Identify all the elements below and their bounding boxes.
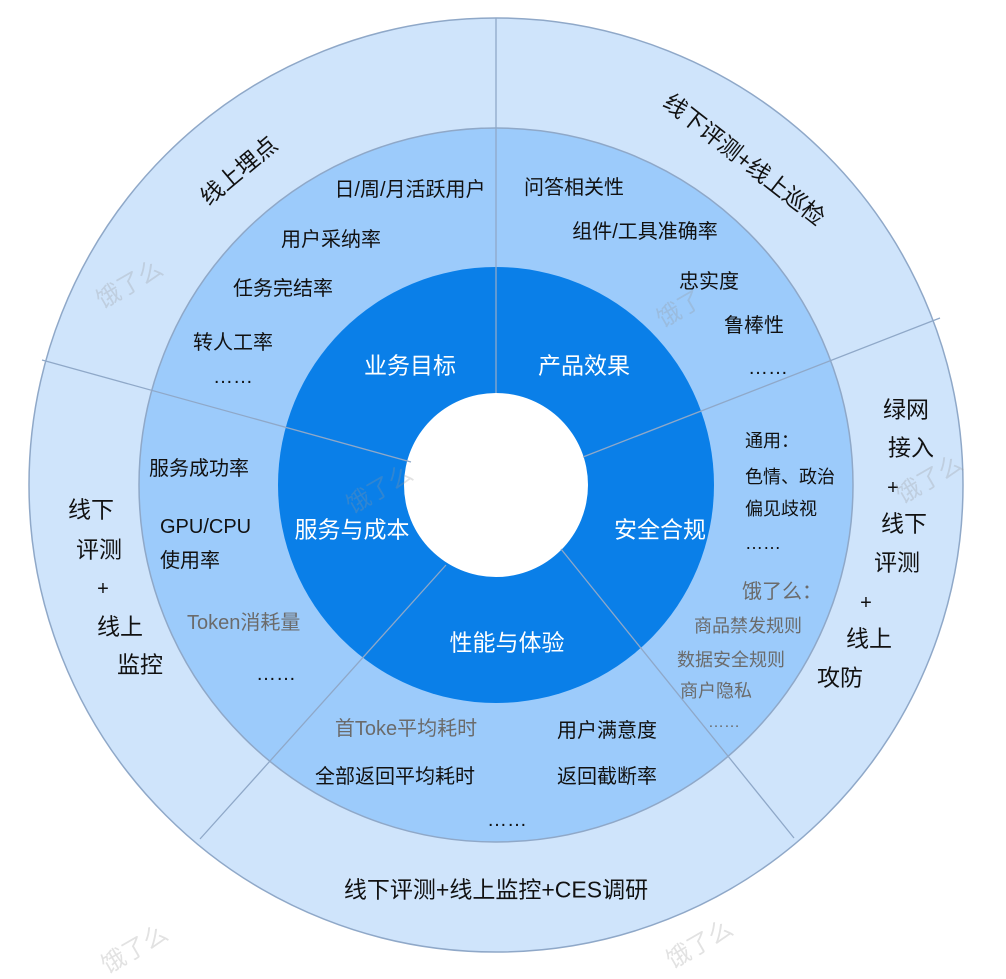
metric-product-more: …… — [748, 357, 788, 379]
metric-full-return-latency: 全部返回平均耗时 — [315, 766, 475, 788]
method-security-plus-1: + — [887, 477, 899, 499]
method-service-plus: + — [97, 578, 109, 600]
center-hole — [404, 393, 588, 577]
metric-first-token-latency: 首Toke平均耗时 — [334, 718, 478, 740]
metric-performance-more: …… — [487, 809, 527, 831]
metric-transfer-human: 转人工率 — [193, 332, 273, 354]
divider-left — [41, 359, 412, 463]
metric-merchant-privacy: 商户隐私 — [680, 681, 752, 701]
metric-qa-relevance: 问答相关性 — [524, 177, 624, 199]
metric-bias: 偏见歧视 — [745, 499, 817, 519]
method-security-online: 线上 — [846, 625, 892, 652]
metric-active-users: 日/周/月活跃用户 — [334, 179, 486, 201]
metric-security-eleme-more: …… — [708, 714, 740, 731]
metric-security-general: 通用： — [745, 431, 799, 451]
metric-token-consumption: Token消耗量 — [187, 612, 301, 634]
metric-task-completion: 任务完结率 — [233, 278, 333, 300]
core-performance: 性能与体验 — [449, 629, 565, 656]
metric-usage-rate: 使用率 — [160, 550, 220, 572]
divider-right — [582, 317, 941, 458]
metric-adoption-rate: 用户采纳率 — [281, 229, 381, 251]
metric-business-more: …… — [213, 366, 253, 388]
metric-security-general-more: …… — [745, 533, 781, 553]
metric-goods-rules: 商品禁发规则 — [694, 616, 802, 636]
core-service-cost: 服务与成本 — [294, 516, 410, 543]
method-service-monitor: 监控 — [117, 651, 163, 678]
method-security-plus-2: + — [860, 592, 872, 614]
method-security-green-net: 绿网 — [883, 396, 929, 423]
metric-user-satisfaction: 用户满意度 — [557, 720, 657, 742]
method-offline-monitor-ces: 线下评测+线上监控+CES调研 — [343, 876, 649, 903]
sector-dividers — [41, 18, 941, 840]
divider-lower-right — [560, 548, 795, 839]
metric-data-security: 数据安全规则 — [677, 650, 785, 670]
divider-lower-left — [199, 564, 447, 840]
core-product-effect: 产品效果 — [538, 352, 630, 379]
metric-tool-accuracy: 组件/工具准确率 — [572, 221, 718, 243]
method-security-access: 接入 — [888, 434, 934, 461]
metric-security-eleme: 饿了么： — [742, 581, 822, 603]
metric-truncation-rate: 返回截断率 — [557, 766, 657, 788]
method-security-eval: 评测 — [874, 549, 920, 576]
method-security-attack-defense: 攻防 — [817, 664, 863, 691]
metric-gpu-cpu: GPU/CPU — [160, 516, 252, 538]
core-business-goal: 业务目标 — [364, 352, 456, 379]
metric-robustness: 鲁棒性 — [724, 315, 784, 337]
metric-service-more: …… — [256, 663, 296, 685]
metric-faithfulness: 忠实度 — [679, 271, 739, 293]
method-service-offline: 线下 — [68, 496, 114, 523]
method-security-offline: 线下 — [881, 510, 927, 537]
metric-porn-politics: 色情、政治 — [745, 467, 835, 487]
method-service-online: 线上 — [97, 613, 143, 640]
metric-service-success: 服务成功率 — [149, 458, 249, 480]
method-service-eval: 评测 — [76, 536, 122, 563]
core-security: 安全合规 — [614, 516, 706, 543]
